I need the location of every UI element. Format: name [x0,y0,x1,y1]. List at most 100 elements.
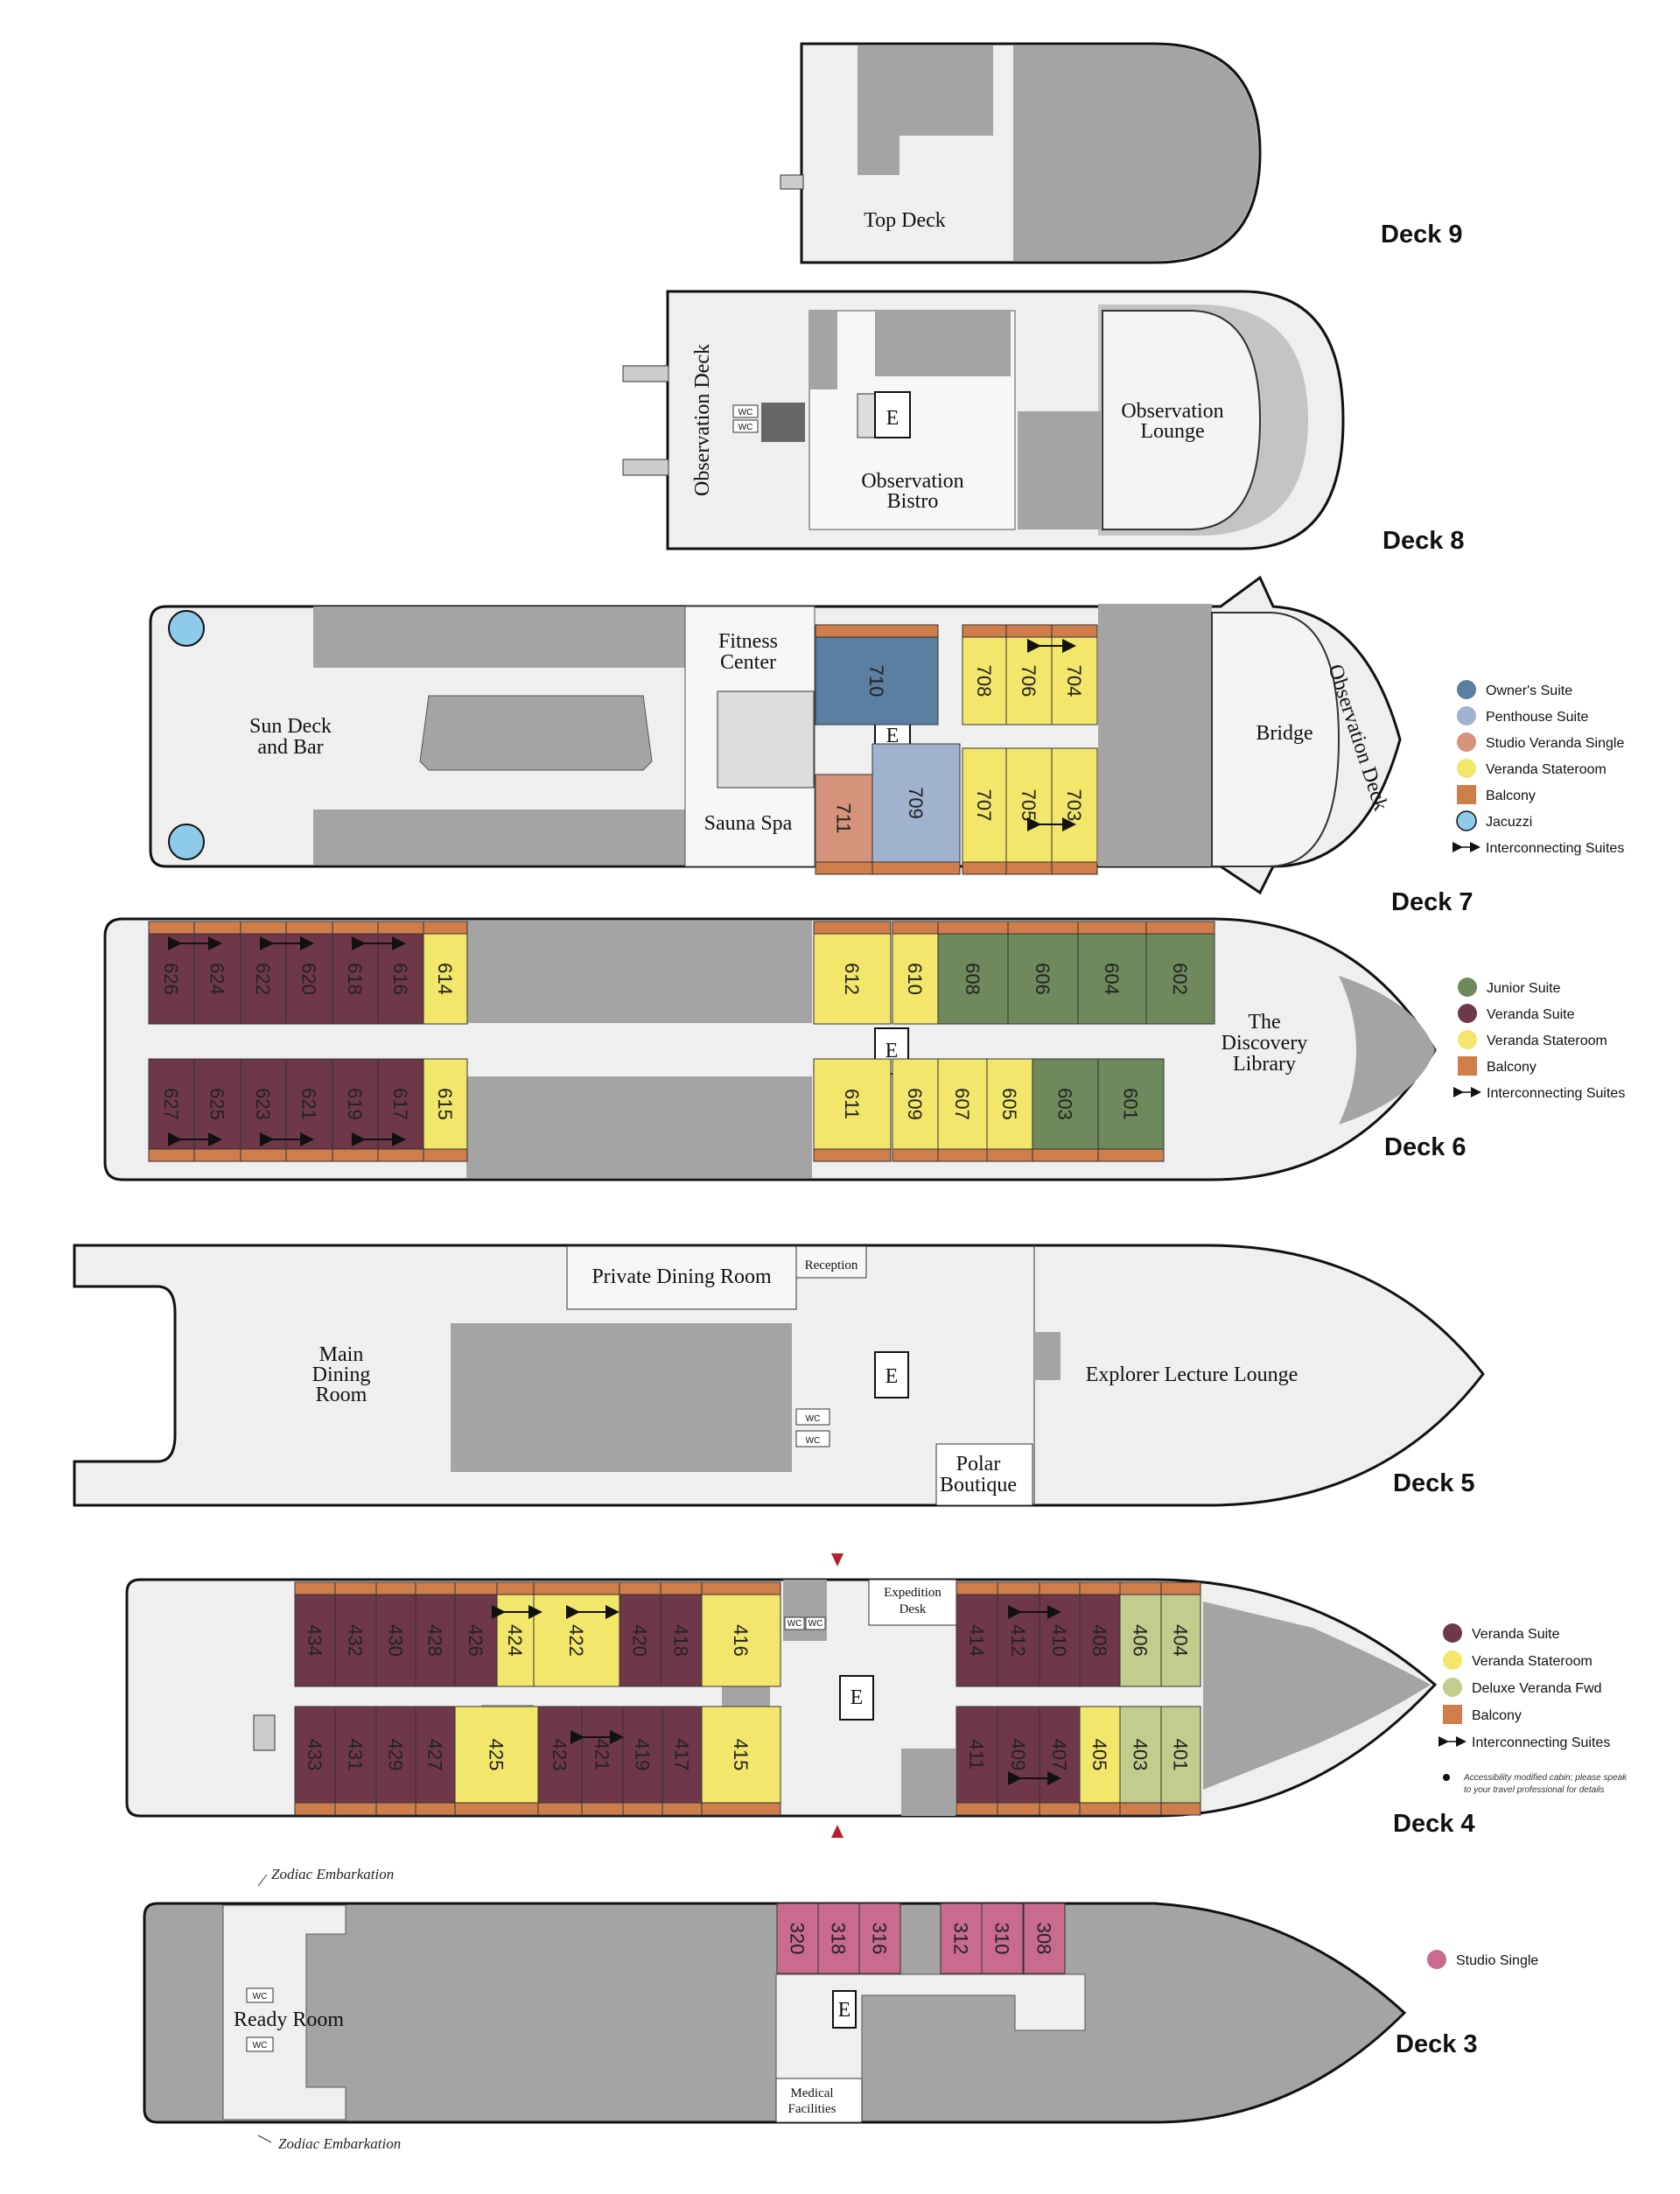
legend-item-balcony-label: Balcony [1472,1708,1522,1723]
observation-bistro-label-1: Observation [861,470,963,493]
cabin-418-balcony [660,1581,703,1595]
cabin-403: 403 [1119,1706,1162,1816]
cabin-415-number: 415 [730,1739,752,1771]
cabin-626-balcony [148,921,195,935]
cabin-410: 410 [1039,1581,1081,1687]
cabin-404-balcony [1160,1581,1201,1595]
cabin-415: 415 [701,1706,781,1816]
deck-8: E WC WC Observation Deck Observation Lou… [622,290,1465,555]
cabin-406-balcony [1119,1581,1162,1595]
cabin-434-balcony [294,1581,336,1595]
cabin-623-number: 623 [252,1088,274,1120]
cabin-318: 318 [817,1903,860,1974]
cabin-627-balcony [148,1148,195,1162]
legend-item-veranda-stateroom: Veranda Stateroom [1457,759,1606,778]
cabin-432-body [334,1594,377,1687]
cabin-706-number: 706 [1018,665,1040,697]
cabin-710-number: 710 [865,665,887,697]
cabin-404-number: 404 [1170,1624,1192,1657]
cabin-618: 618 [332,921,379,1025]
cabin-625: 625 [193,1058,242,1162]
cabin-602: 602 [1145,921,1215,1025]
legend-item-veranda-stateroom: Veranda Stateroom [1443,1651,1592,1670]
deck-4-wc-2-label: WC [808,1619,823,1629]
cabin-602-body [1145,933,1215,1025]
cabin-705-balcony [1005,861,1053,875]
cabin-312-number: 312 [950,1923,972,1955]
legend-item-studio-veranda-single-swatch [1457,733,1476,752]
cabin-405-balcony [1079,1802,1121,1816]
cabin-403-balcony [1119,1802,1162,1816]
cabin-434-body [294,1594,336,1687]
cabin-614-balcony [423,921,468,935]
observation-bistro-label-2: Bistro [887,490,939,513]
cabin-705: 705 [1005,747,1053,875]
legend-item-veranda-stateroom-label: Veranda Stateroom [1487,1034,1607,1048]
legend-item-balcony: Balcony [1457,785,1536,804]
legend-item-jacuzzi-swatch [1456,810,1477,831]
cabin-416-body [701,1594,781,1687]
cabin-703: 703 [1051,747,1098,875]
cabin-419-balcony [622,1802,663,1816]
cabin-421-balcony [581,1802,624,1816]
cabin-612-body [813,933,892,1025]
cabin-711-body [815,774,873,863]
cabin-407-body [1039,1706,1081,1804]
cabin-619: 619 [332,1058,379,1162]
cabin-623-balcony [240,1148,287,1162]
cabin-606-body [1007,933,1079,1025]
bridge-label: Bridge [1256,722,1312,745]
legend-item-veranda-suite-swatch [1443,1623,1462,1643]
deck-7-elevator-label: E [886,725,900,747]
cabin-422: 422 [533,1581,620,1687]
cabin-412-number: 412 [1007,1624,1029,1657]
cabin-312: 312 [940,1903,983,1974]
legend-item-interconnecting-suites-label: Interconnecting Suites [1487,1086,1625,1101]
deck-3-hull [143,1902,1407,2124]
deck-7-loungers-top [313,606,685,668]
deck-6-service-top [466,921,812,1023]
cabin-429-body [375,1706,416,1804]
cabin-710-balcony [815,624,939,638]
legend-item-penthouse-suite: Penthouse Suite [1457,706,1589,725]
deck-5-elevator-label: E [886,1365,899,1388]
medical-facilities [775,2078,863,2123]
deck-8-wc-block [761,403,805,442]
cabin-617-balcony [377,1148,424,1162]
cabin-608-balcony [937,921,1009,935]
zodiac-embarkation-bottom: Zodiac Embarkation [278,2135,401,2152]
cabin-710: 710 [815,624,939,725]
library-label-1: The [1248,1011,1280,1034]
cabin-427: 427 [415,1706,456,1816]
cabin-604-body [1077,933,1147,1025]
legend-item-veranda-stateroom: Veranda Stateroom [1458,1030,1607,1049]
cabin-617-number: 617 [389,1088,411,1120]
cabin-417-balcony [662,1802,703,1816]
deck-5-wc-1-label: WC [806,1414,821,1424]
cabin-408-number: 408 [1088,1624,1110,1657]
cabin-609-number: 609 [904,1088,926,1120]
top-deck-label: Top Deck [864,209,946,232]
cabin-308: 308 [1023,1903,1066,1974]
cabin-426-number: 426 [465,1624,486,1657]
cabin-414-body [956,1594,998,1687]
cabin-316: 316 [858,1903,901,1974]
cabin-620-balcony [285,921,333,935]
cabin-423-number: 423 [549,1739,570,1771]
cabin-320-body [776,1903,819,1974]
cabin-418-number: 418 [670,1624,692,1657]
cabin-430-balcony [375,1581,416,1595]
cabin-603-body [1032,1058,1099,1150]
cabin-621-balcony [285,1148,333,1162]
cabin-624: 624 [193,921,242,1025]
cabin-624-balcony [193,921,242,935]
deck-3-wc-1 [246,1987,274,2003]
cabin-709-number: 709 [905,787,927,819]
deck-5-service [1034,1332,1060,1380]
deck-8-galley [875,311,1011,376]
cabin-434: 434 [294,1581,336,1687]
cabin-407: 407 [1039,1706,1081,1816]
cabin-404: 404 [1160,1581,1201,1687]
cabin-431: 431 [334,1706,377,1816]
